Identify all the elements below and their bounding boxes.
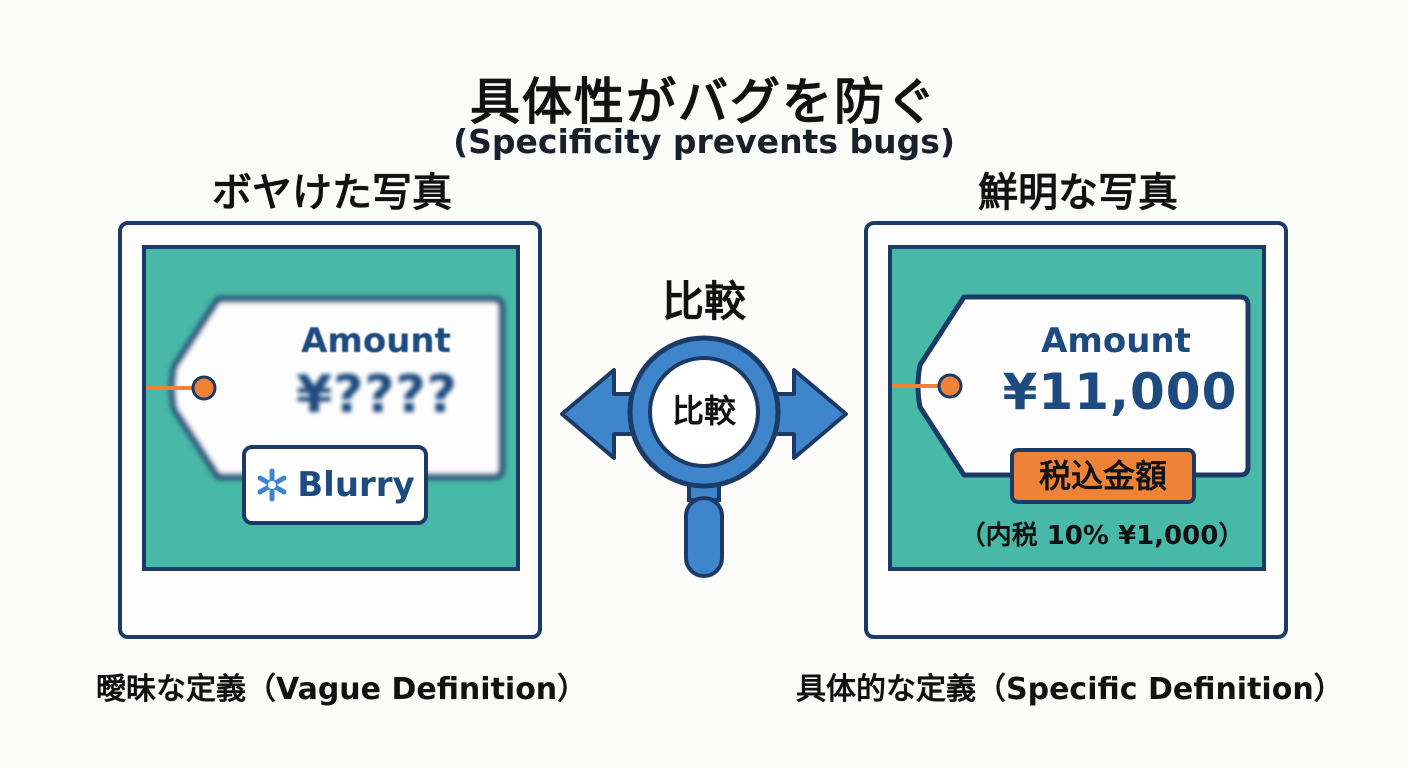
- right-photo: Amount ¥11,000 税込金額 （内税 10% ¥1,000）: [888, 245, 1266, 571]
- right-amount-label: Amount: [1041, 321, 1191, 361]
- left-caption: 曖昧な定義（Vague Definition）: [96, 672, 588, 707]
- magnifier-icon: [560, 335, 848, 578]
- page-title: 具体性がバグを防ぐ: [470, 73, 938, 131]
- left-amount-label: Amount: [301, 321, 451, 361]
- right-caption: 具体的な定義（Specific Definition）: [796, 672, 1344, 707]
- blur-asterisk-icon: [257, 468, 287, 502]
- left-price-tag-icon: [146, 296, 505, 480]
- left-photo-frame: Amount ¥???? Blurry: [118, 221, 542, 639]
- right-tag-hole-icon: [937, 373, 963, 399]
- tax-included-badge: 税込金額: [1010, 448, 1196, 504]
- left-amount-value: ¥????: [296, 365, 458, 425]
- blurry-badge-label: Blurry: [297, 465, 415, 505]
- tax-note: （内税 10% ¥1,000）: [959, 521, 1245, 551]
- magnifier-label: 比較: [671, 392, 736, 430]
- compare-label: 比較: [661, 277, 746, 326]
- right-amount-value: ¥11,000: [1002, 363, 1238, 421]
- right-panel-heading: 鮮明な写真: [978, 170, 1178, 216]
- blurry-badge: Blurry: [242, 445, 428, 525]
- page-subtitle: (Specificity prevents bugs): [453, 122, 955, 161]
- right-price-tag-icon: [892, 294, 1251, 478]
- left-panel-heading: ボヤけた写真: [212, 170, 452, 216]
- left-tag-hole-icon: [191, 375, 217, 401]
- magnifier-lens: [648, 356, 760, 468]
- magnifier-handle: [684, 496, 724, 578]
- left-photo: Amount ¥???? Blurry: [142, 245, 520, 571]
- right-photo-frame: Amount ¥11,000 税込金額 （内税 10% ¥1,000）: [864, 221, 1288, 639]
